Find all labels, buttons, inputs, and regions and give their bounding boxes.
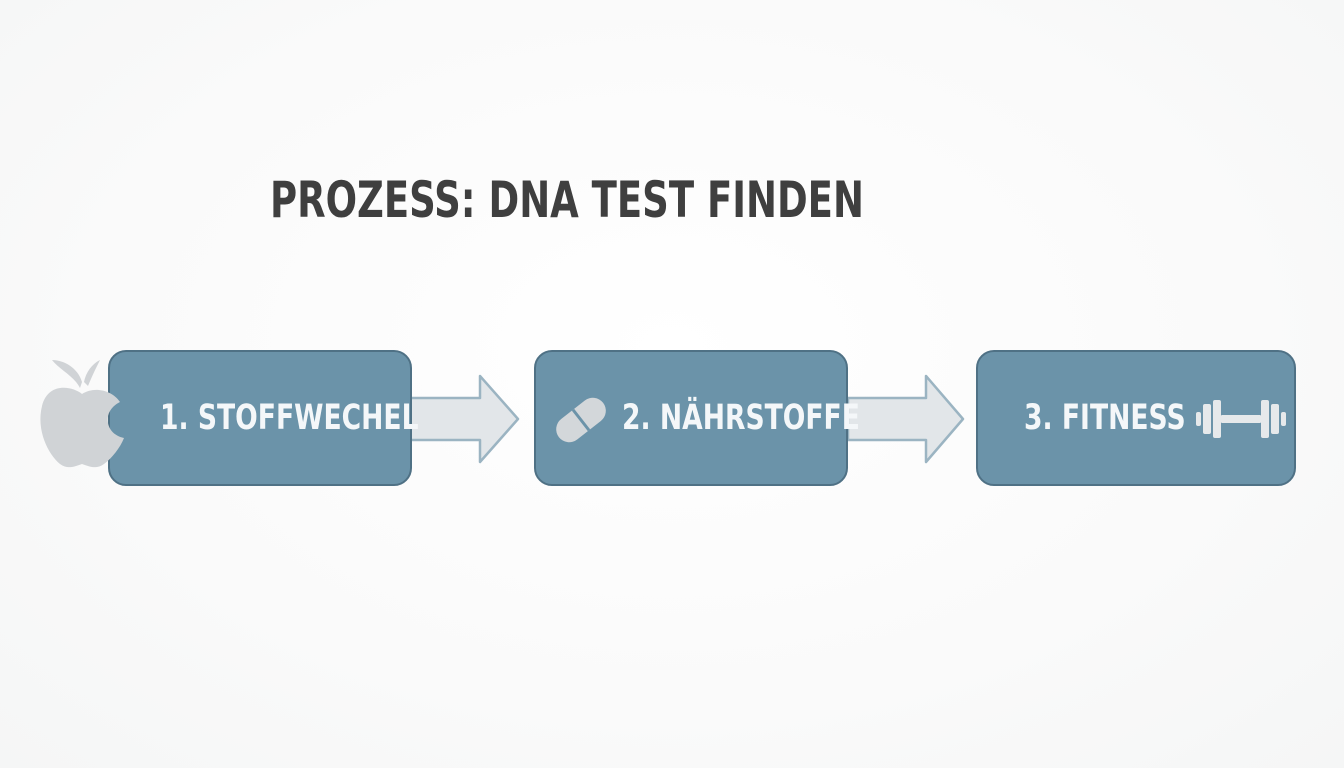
apple-icon <box>40 360 124 468</box>
step-stoffwechel: 1. STOFFWECHEL <box>108 350 419 486</box>
step-naehrstoffe: 2. NÄHRSTOFFE <box>534 350 860 486</box>
step-fitness: 3. FITNESS <box>976 350 1296 486</box>
arrow-step1-to-step2 <box>408 374 520 464</box>
dumbbell-icon <box>1196 400 1286 438</box>
pill-icon <box>556 397 606 443</box>
step-label: 3. FITNESS <box>1024 398 1186 438</box>
diagram-title: PROZESS: DNA TEST FINDEN <box>270 171 864 229</box>
arrow-step2-to-step3 <box>846 374 965 464</box>
step-label: 1. STOFFWECHEL <box>160 398 419 438</box>
step-label: 2. NÄHRSTOFFE <box>622 398 860 438</box>
